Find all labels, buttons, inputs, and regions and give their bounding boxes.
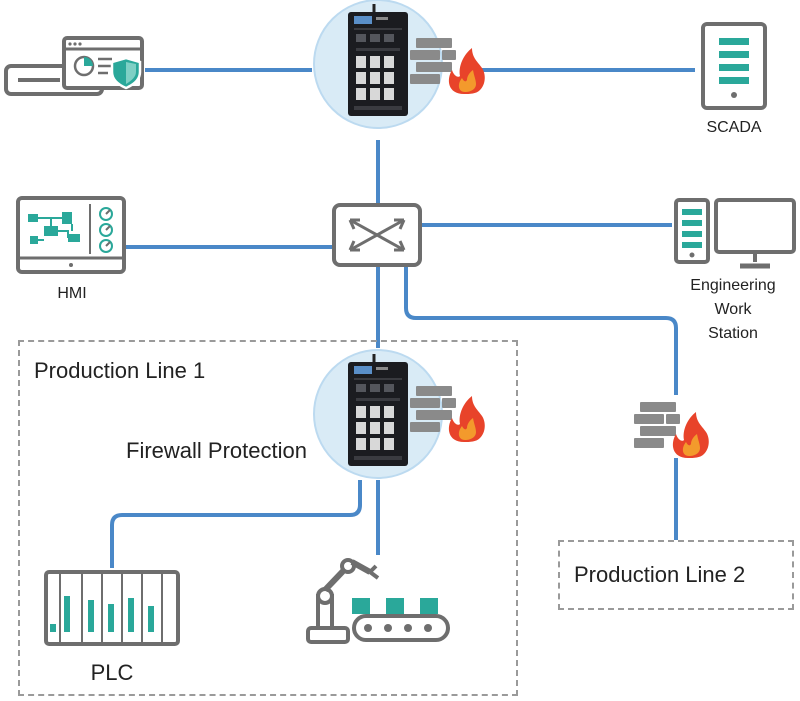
plc-label: PLC (90, 660, 134, 685)
robot-arm-conveyor-icon (306, 558, 450, 644)
production-line-1-title: Production Line 1 (34, 358, 206, 383)
scada-label: SCADA (706, 119, 762, 136)
engineering-workstation-label-line3: Station (708, 325, 758, 342)
production-line-1-zone (18, 340, 518, 696)
production-line-2-title: Production Line 2 (574, 562, 746, 587)
engineering-workstation-label-line2: Work (714, 301, 752, 318)
scada-server-icon (701, 22, 767, 110)
management-server-shield-icon (4, 36, 144, 96)
hmi-label: HMI (57, 285, 87, 302)
hmi-panel-icon (16, 196, 126, 274)
network-switch-icon (332, 203, 422, 267)
brick-wall-fire-icon (634, 402, 709, 458)
production-line-2-zone (558, 540, 794, 610)
engineering-workstation-icon (674, 198, 796, 269)
firewall-protection-label: Firewall Protection (126, 438, 307, 465)
engineering-workstation-label-line1: Engineering (690, 277, 776, 294)
network-links (110, 68, 695, 568)
plc-rack-icon (44, 570, 180, 646)
